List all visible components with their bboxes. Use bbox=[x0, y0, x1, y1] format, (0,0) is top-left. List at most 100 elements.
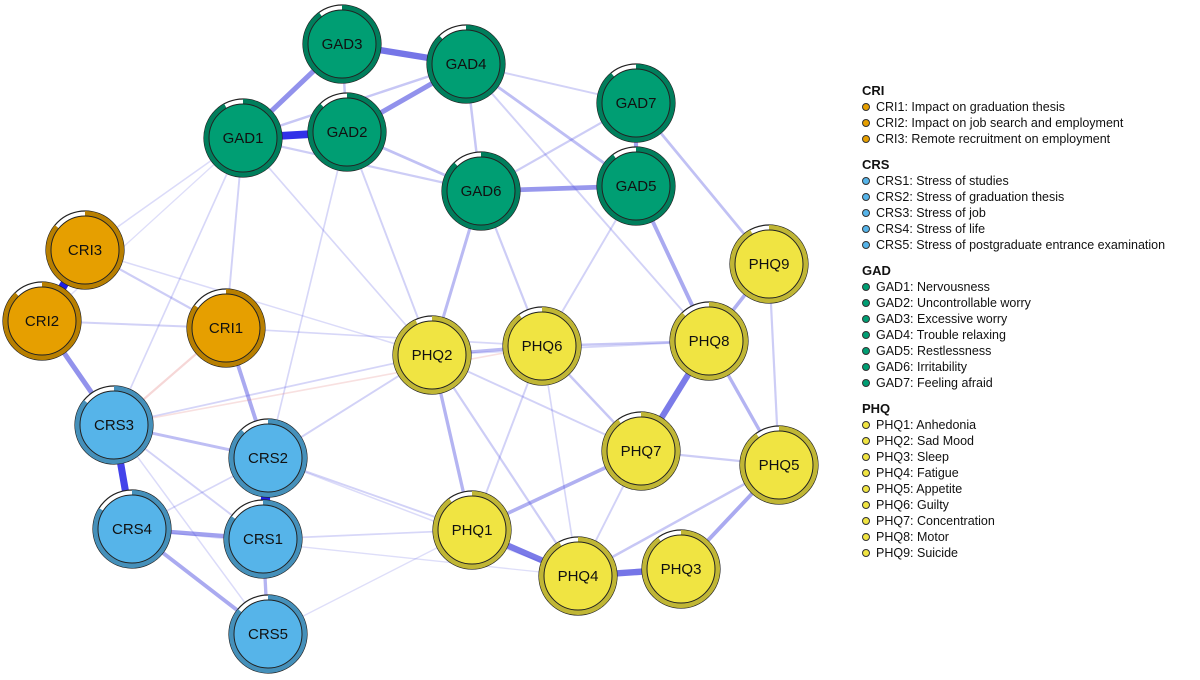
node-phq5[interactable]: PHQ5 bbox=[739, 425, 819, 505]
legend-dot-icon bbox=[862, 469, 870, 477]
edge-cri1-phq6 bbox=[225, 327, 543, 347]
legend-item-label: PHQ7: Concentration bbox=[876, 514, 995, 528]
node-crs5[interactable]: CRS5 bbox=[228, 594, 308, 674]
node-fill bbox=[431, 29, 501, 99]
node-cri3[interactable]: CRI3 bbox=[45, 210, 125, 290]
node-phq4[interactable]: PHQ4 bbox=[538, 536, 618, 616]
node-fill bbox=[646, 534, 716, 604]
node-fill bbox=[97, 494, 167, 564]
legend-dot-icon bbox=[862, 135, 870, 143]
legend-item-label: PHQ4: Fatigue bbox=[876, 466, 959, 480]
node-label: GAD3 bbox=[322, 36, 363, 53]
legend-dot-icon bbox=[862, 103, 870, 111]
legend-dot-icon bbox=[862, 177, 870, 185]
node-crs2[interactable]: CRS2 bbox=[228, 418, 308, 498]
legend-item-label: PHQ2: Sad Mood bbox=[876, 434, 974, 448]
legend-dot-icon bbox=[862, 379, 870, 387]
node-label: PHQ8 bbox=[689, 333, 730, 350]
node-fill bbox=[601, 151, 671, 221]
legend-item: CRS2: Stress of graduation thesis bbox=[862, 189, 1192, 205]
legend-dot-icon bbox=[862, 517, 870, 525]
node-label: CRS4 bbox=[112, 521, 152, 538]
node-gad4[interactable]: GAD4 bbox=[426, 24, 506, 104]
node-cri2[interactable]: CRI2 bbox=[2, 281, 82, 361]
legend-item: PHQ7: Concentration bbox=[862, 513, 1192, 529]
legend-dot-icon bbox=[862, 225, 870, 233]
node-phq6[interactable]: PHQ6 bbox=[502, 306, 582, 386]
node-fill bbox=[507, 311, 577, 381]
node-label: PHQ6 bbox=[522, 338, 563, 355]
node-fill bbox=[744, 430, 814, 500]
predictability-ring bbox=[539, 537, 617, 615]
predictability-ring bbox=[602, 412, 680, 490]
predictability-ring bbox=[224, 500, 302, 578]
legend-item: CRS3: Stress of job bbox=[862, 205, 1192, 221]
node-gad3[interactable]: GAD3 bbox=[302, 4, 382, 84]
node-label: PHQ1 bbox=[452, 522, 493, 539]
predictability-ring bbox=[93, 490, 171, 568]
edge-gad4-phq8 bbox=[465, 63, 710, 342]
node-gad5[interactable]: GAD5 bbox=[596, 146, 676, 226]
legend-dot-icon bbox=[862, 453, 870, 461]
legend-item: GAD6: Irritability bbox=[862, 359, 1192, 375]
predictability-ring bbox=[303, 5, 381, 83]
legend-dot-icon bbox=[862, 347, 870, 355]
node-crs4[interactable]: CRS4 bbox=[92, 489, 172, 569]
node-label: CRI2 bbox=[25, 313, 59, 330]
node-fill bbox=[50, 215, 120, 285]
node-crs3[interactable]: CRS3 bbox=[74, 385, 154, 465]
legend-item-label: PHQ5: Appetite bbox=[876, 482, 963, 496]
predictability-ring bbox=[187, 289, 265, 367]
legend-dot-icon bbox=[862, 485, 870, 493]
node-label: PHQ2 bbox=[412, 347, 453, 364]
node-phq1[interactable]: PHQ1 bbox=[432, 490, 512, 570]
legend-group-title: PHQ bbox=[862, 401, 891, 416]
node-label: CRI1 bbox=[209, 320, 243, 337]
node-cri1[interactable]: CRI1 bbox=[186, 288, 266, 368]
legend-item: GAD2: Uncontrollable worry bbox=[862, 295, 1192, 311]
node-label: PHQ7 bbox=[621, 443, 662, 460]
legend-item: PHQ6: Guilty bbox=[862, 497, 1192, 513]
legend-item: CRI1: Impact on graduation thesis bbox=[862, 99, 1192, 115]
node-phq9[interactable]: PHQ9 bbox=[729, 224, 809, 304]
legend-dot-icon bbox=[862, 209, 870, 217]
legend-item-label: GAD6: Irritability bbox=[876, 360, 967, 374]
node-label: GAD2 bbox=[327, 124, 368, 141]
edge-cri3-phq2 bbox=[84, 249, 433, 356]
node-gad7[interactable]: GAD7 bbox=[596, 63, 676, 143]
legend-dot-icon bbox=[862, 193, 870, 201]
node-crs1[interactable]: CRS1 bbox=[223, 499, 303, 579]
legend-dot-icon bbox=[862, 421, 870, 429]
node-phq7[interactable]: PHQ7 bbox=[601, 411, 681, 491]
predictability-ring bbox=[75, 386, 153, 464]
legend-item-label: GAD4: Trouble relaxing bbox=[876, 328, 1006, 342]
predictability-ring bbox=[730, 225, 808, 303]
predictability-ring bbox=[597, 147, 675, 225]
node-phq2[interactable]: PHQ2 bbox=[392, 315, 472, 395]
predictability-ring bbox=[229, 595, 307, 673]
node-label: PHQ5 bbox=[759, 457, 800, 474]
legend-dot-icon bbox=[862, 331, 870, 339]
edge-phq2-phq4 bbox=[430, 353, 580, 578]
node-label: GAD1 bbox=[223, 130, 264, 147]
node-fill bbox=[674, 306, 744, 376]
predictability-ring bbox=[740, 426, 818, 504]
predictability-ring bbox=[441, 152, 520, 230]
legend-item: CRI2: Impact on job search and employmen… bbox=[862, 115, 1192, 131]
node-gad6[interactable]: GAD6 bbox=[441, 151, 521, 231]
node-label: GAD5 bbox=[616, 178, 657, 195]
legend-item: GAD3: Excessive worry bbox=[862, 311, 1192, 327]
legend-item-label: CRI2: Impact on job search and employmen… bbox=[876, 116, 1124, 130]
node-fill bbox=[228, 504, 298, 574]
node-gad2[interactable]: GAD2 bbox=[307, 92, 387, 172]
node-phq3[interactable]: PHQ3 bbox=[641, 529, 721, 609]
node-label: GAD4 bbox=[446, 56, 487, 73]
node-phq8[interactable]: PHQ8 bbox=[669, 301, 749, 381]
node-fill bbox=[446, 156, 516, 226]
legend-item-label: CRS1: Stress of studies bbox=[876, 174, 1009, 188]
node-gad1[interactable]: GAD1 bbox=[203, 98, 283, 178]
legend-dot-icon bbox=[862, 549, 870, 557]
